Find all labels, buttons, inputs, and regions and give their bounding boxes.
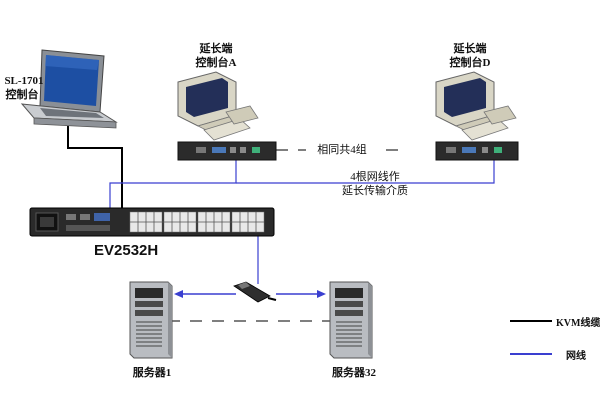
kvm-switch-icon [29,207,275,237]
extender-d-line2: 控制台D [449,57,491,69]
desktop-computer-a-icon [177,71,259,141]
kvm-cable-console-to-switch [67,124,123,208]
console-model-label: SL-1701 [4,75,44,87]
legend-net-label: 网线 [566,351,586,362]
server1-label: 服务器1 [132,367,172,379]
net-cable-to-extender-d [236,160,495,184]
same-group-label: 相同共4组 [306,143,378,157]
lcd-console-drawer-icon [20,49,118,129]
arrowhead-left-icon [174,290,183,298]
kvm-cable-dongle-icon [233,281,277,303]
kvm-extender-a-icon [177,141,277,161]
legend-kvm-label: KVM线缆 [556,318,600,329]
net-cable-to-extender-a [109,160,237,208]
server32-label: 服务器32 [332,367,376,379]
server-tower-32-icon [329,281,373,359]
kvm-extender-d-icon [435,141,519,161]
console-name-label: 控制台 [5,89,39,101]
extender-a-line2: 控制台A [195,57,237,69]
server-tower-1-icon [129,281,173,359]
desktop-computer-d-icon [435,71,517,141]
switch-model-label: EV2532H [94,242,159,259]
arrowhead-right-icon [317,290,326,298]
extender-d-line1: 延长端 [453,43,487,55]
cable-note-line2: 延长传输介质 [342,185,408,197]
cable-note-line1: 4根网线作 [350,171,400,183]
extender-a-line1: 延长端 [199,43,233,55]
